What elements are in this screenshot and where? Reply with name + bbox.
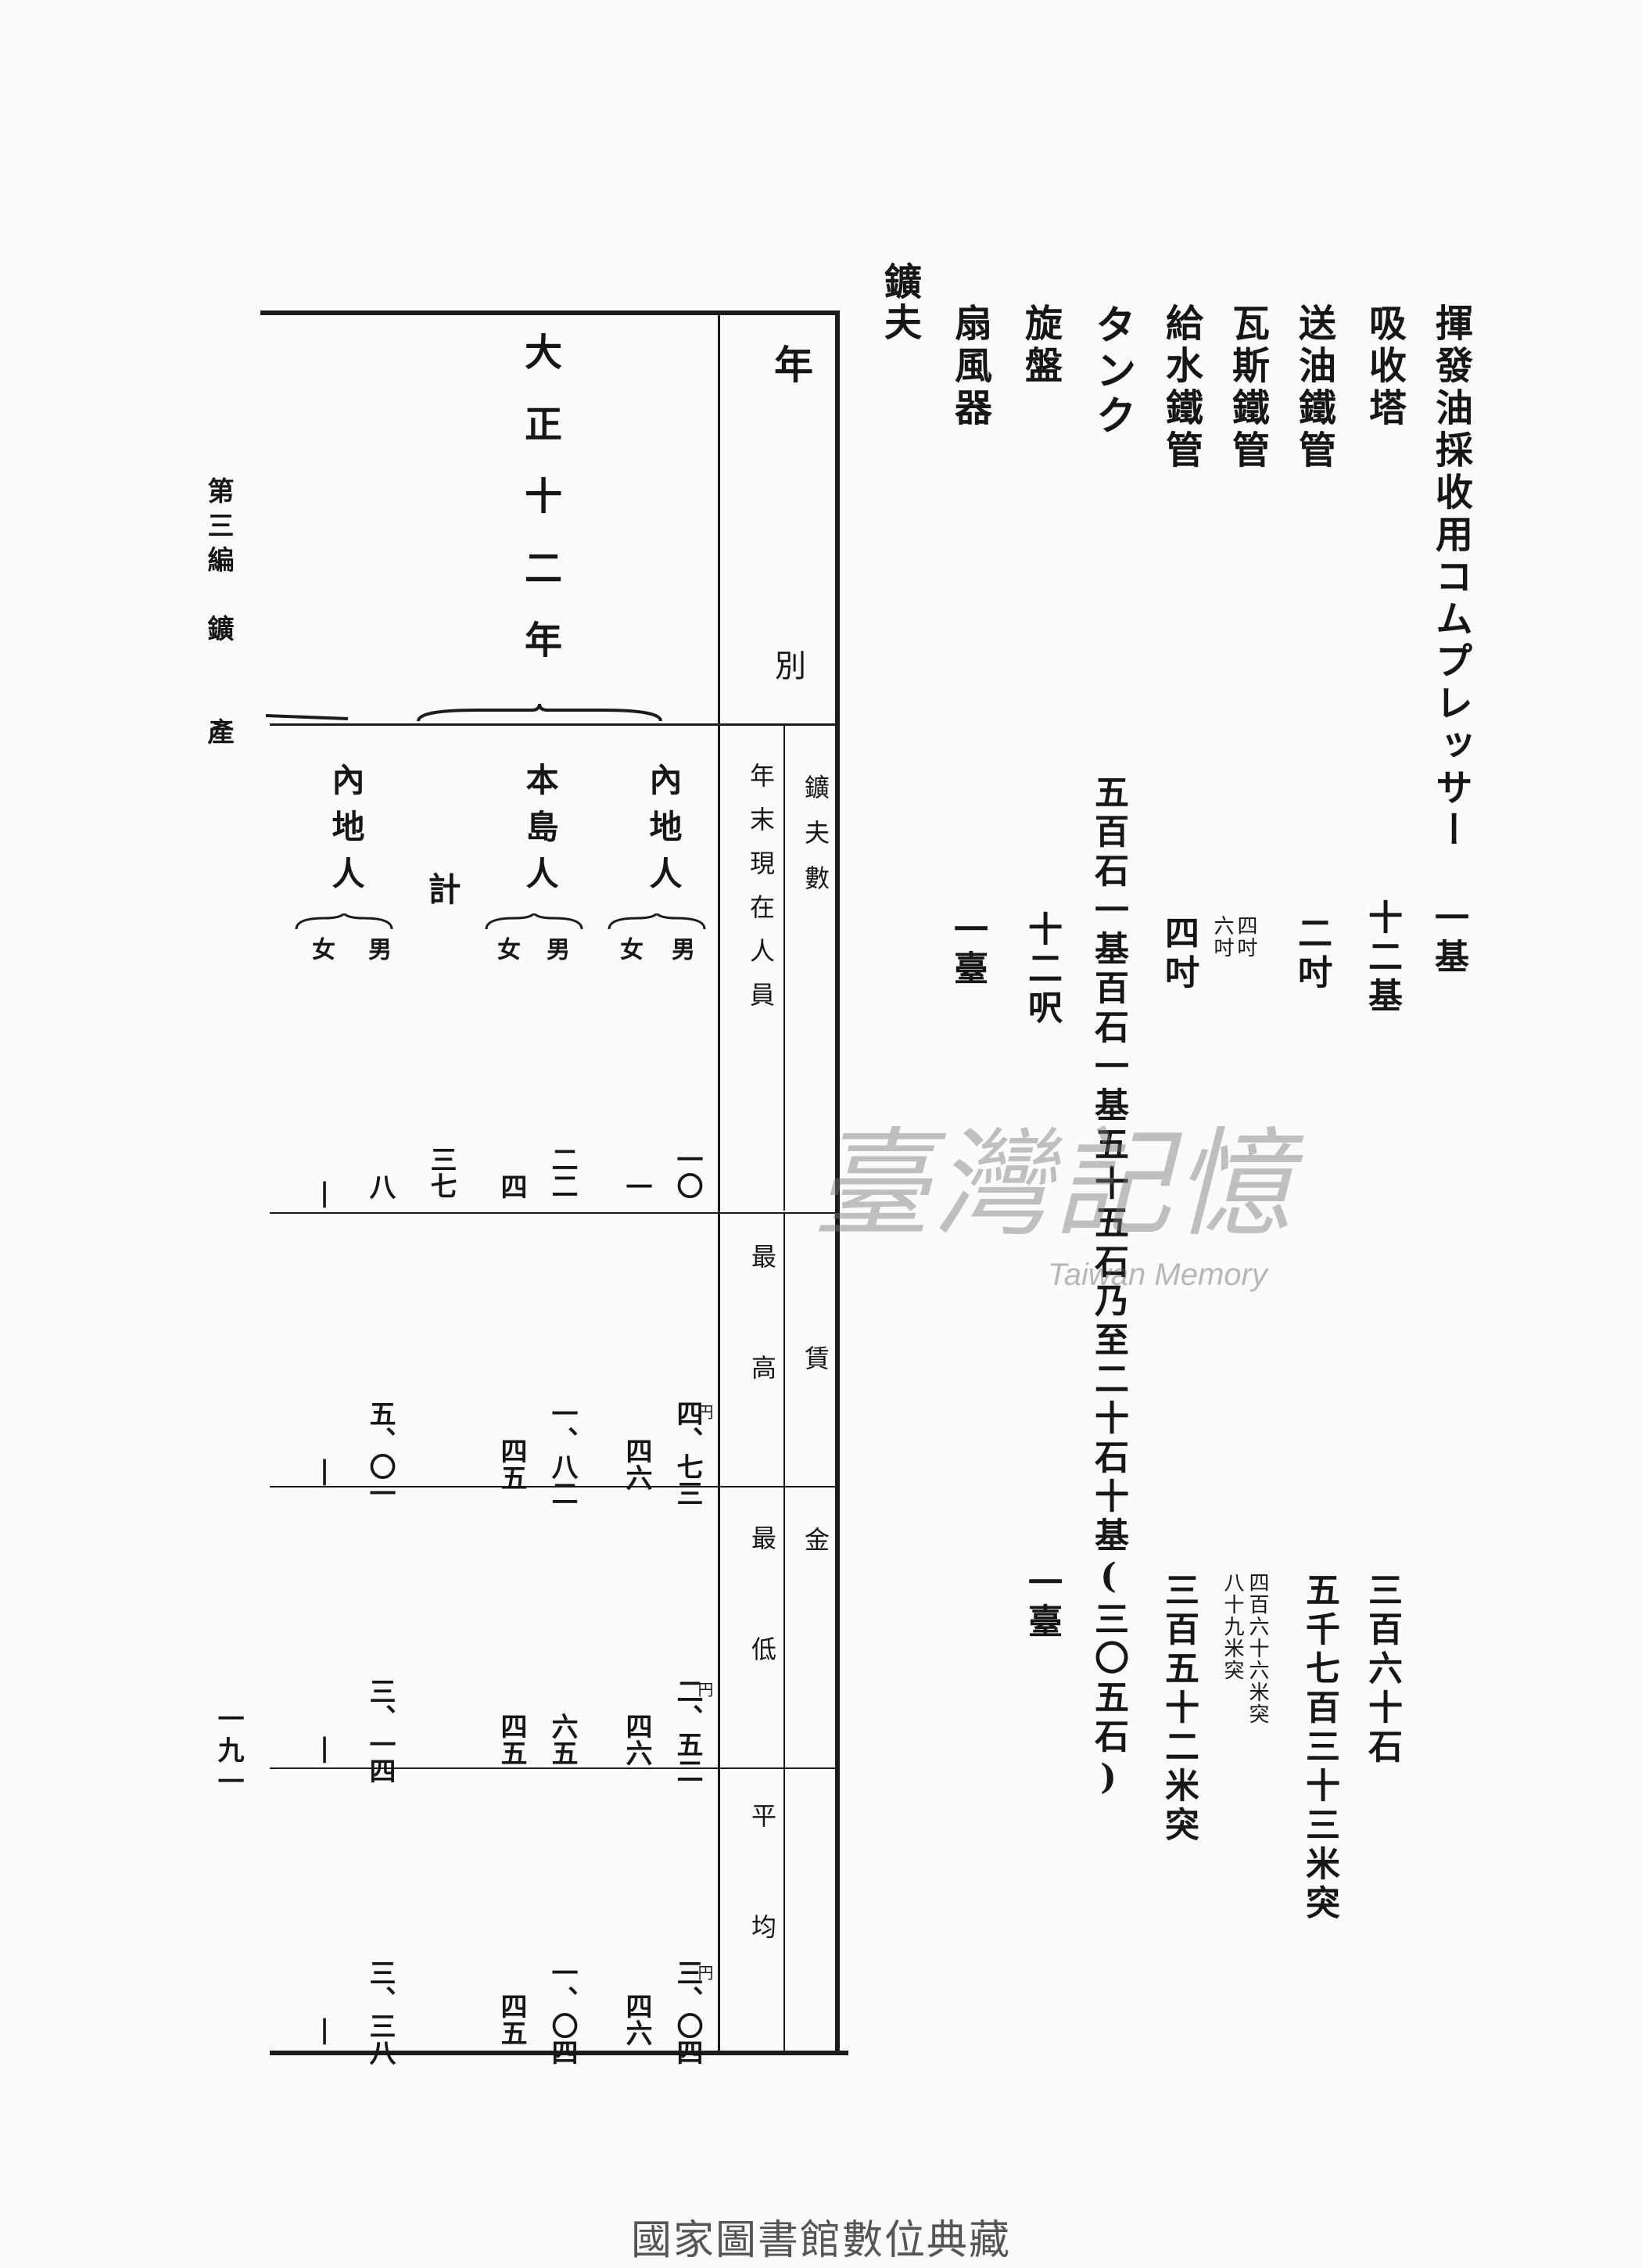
count-r3: 四 — [496, 1173, 527, 1200]
sex-r6: 女 — [307, 937, 335, 960]
avg-r5: 三、三八 — [364, 1959, 396, 2065]
brace-naichi-2 — [295, 913, 393, 930]
section-title: 鑛夫 — [877, 262, 921, 343]
yen-max: 円 — [695, 1404, 714, 1419]
avg-r2: 一、〇四 — [547, 1959, 578, 2065]
absorber-name: 吸收塔 — [1362, 303, 1406, 430]
count-r6: | — [309, 1177, 340, 1208]
avg-r1: 四六 — [621, 1993, 652, 2046]
era-brace-left — [266, 714, 349, 720]
gas-pipe-capacity: 三百五十二米突 — [1159, 1572, 1199, 1846]
count-r0: 一〇 — [672, 1146, 703, 1199]
yen-avg: 円 — [695, 1965, 714, 1980]
count-group-divider — [783, 726, 785, 1211]
gas-pipe-spec-b: 六吋 — [1210, 915, 1234, 959]
oil-pipe-name: 送油鐵管 — [1292, 303, 1335, 472]
margin-header: 第三編 鑛 產 — [203, 477, 234, 752]
table-bottom-border — [270, 2051, 848, 2055]
col-count-group: 鑛夫數 — [801, 774, 830, 910]
count-r5: 八 — [364, 1173, 396, 1200]
watermark: 臺灣記憶 Taiwan Memory — [813, 1126, 1314, 1306]
group-total: 計 — [423, 872, 461, 905]
gas-pipe-name: 瓦斯鐵管 — [1225, 303, 1269, 472]
oil-pipe-count: 二吋 — [1292, 915, 1332, 993]
avg-r3: 四五 — [496, 1993, 527, 2046]
water-pipe-name: 給水鐵管 — [1159, 303, 1203, 472]
lathe-name: 旋盤 — [1018, 303, 1062, 388]
min-r1: 四六 — [621, 1713, 652, 1766]
col-min: 最低 — [748, 1525, 777, 1747]
brace-naichi-1 — [608, 913, 706, 930]
avg-r0: 三、〇四 — [672, 1959, 703, 2065]
header-bie: 別 — [769, 649, 805, 680]
compressor-name: 揮發油採收用コムプレッサー — [1429, 303, 1472, 852]
watermark-subtitle: Taiwan Memory — [1048, 1258, 1267, 1292]
header-year: 年 — [768, 344, 814, 383]
count-r4: 三七 — [425, 1146, 457, 1199]
count-r2: 二二 — [547, 1146, 578, 1199]
sex-r0: 男 — [667, 937, 694, 960]
col-avg: 平均 — [748, 1803, 777, 2025]
footer-collection: 國家圖書館數位典藏 — [630, 2217, 1011, 2264]
compressor-count: 一基 — [1429, 899, 1468, 978]
col-count: 年末現在人員 — [746, 763, 776, 1025]
lathe-capacity: 一臺 — [1022, 1564, 1062, 1642]
row-divider-3 — [270, 1767, 837, 1769]
group-hontou: 本島人 — [521, 763, 559, 903]
gas-pipe-spec-a: 四吋 — [1234, 915, 1257, 959]
absorber-capacity: 五千七百三十三米突 — [1300, 1572, 1339, 1924]
col-wage-group: 賃金 — [801, 1345, 830, 1708]
sex-r5: 男 — [364, 937, 391, 960]
lathe-count: 十二呎 — [1022, 911, 1062, 1028]
fan-count: 一臺 — [948, 911, 988, 989]
max-r3: 四五 — [496, 1437, 527, 1491]
watermark-title: 臺灣記憶 — [813, 1117, 1296, 1253]
min-r0: 二、五二 — [672, 1678, 703, 1784]
oil-pipe-capacity-a: 四百六十六米突 — [1246, 1572, 1269, 1725]
group-naichi-1: 內地人 — [644, 763, 683, 903]
tank-detail: 五百石一基百石一基五十五石乃至二十石十基(三〇五石) — [1088, 774, 1128, 1802]
min-r2: 六五 — [547, 1713, 578, 1766]
oil-pipe-capacity-b: 八十九米突 — [1221, 1572, 1244, 1681]
col-max: 最高 — [748, 1243, 777, 1466]
row-divider-1 — [270, 1212, 837, 1214]
wage-group-divider — [783, 1214, 785, 2052]
sex-r3: 女 — [493, 937, 520, 960]
era-brace — [417, 704, 662, 722]
era-title: 大正十二年 — [518, 332, 561, 692]
page-number: 一九一 — [213, 1705, 244, 1799]
compressor-capacity: 三百六十石 — [1362, 1572, 1402, 1767]
sex-r2: 男 — [542, 937, 569, 960]
row-divider-2 — [270, 1486, 837, 1487]
max-r1: 四六 — [621, 1437, 652, 1491]
min-r3: 四五 — [496, 1713, 527, 1766]
max-r0: 四、七三 — [672, 1400, 703, 1506]
yen-min: 円 — [695, 1681, 714, 1697]
avg-r6: | — [309, 2014, 340, 2045]
max-r5: 五、〇一 — [364, 1400, 396, 1506]
max-r6: | — [309, 1455, 340, 1486]
sex-r1: 女 — [615, 937, 643, 960]
group-naichi-2: 內地人 — [327, 763, 365, 903]
brace-hontou — [485, 913, 583, 930]
tank-name: タンク — [1088, 303, 1136, 440]
fan-name: 扇風器 — [948, 303, 991, 430]
water-pipe-count: 四吋 — [1159, 915, 1199, 993]
min-r6: | — [309, 1732, 340, 1764]
min-r5: 三、一四 — [364, 1678, 396, 1784]
table-right-border — [835, 310, 840, 2054]
era-divider — [270, 723, 837, 726]
count-r1: 一 — [621, 1173, 652, 1200]
header-column-divider — [718, 315, 720, 2053]
table-top-border — [260, 310, 839, 315]
max-r2: 一、八二 — [547, 1400, 578, 1506]
absorber-count: 十二基 — [1362, 899, 1402, 1017]
